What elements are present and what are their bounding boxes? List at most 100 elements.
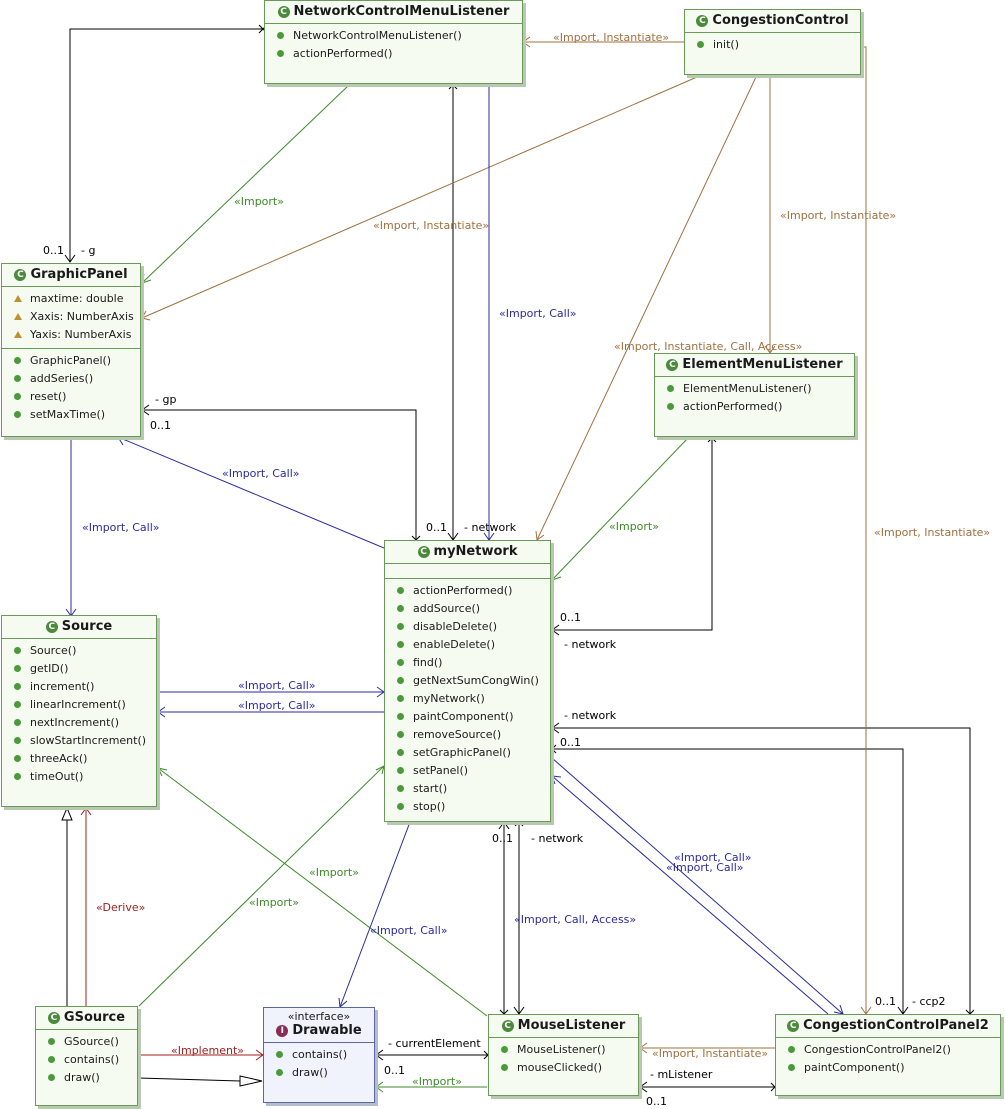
- method-row[interactable]: actionPerformed(): [265, 45, 522, 63]
- method-row[interactable]: getNextSumCongWin(): [385, 672, 550, 690]
- label-net-gp: «Import, Call»: [222, 467, 300, 480]
- assoc-eml-net: [552, 438, 713, 631]
- public-method-icon: [14, 773, 21, 780]
- method-row[interactable]: paintComponent(): [776, 1059, 1000, 1077]
- method-row[interactable]: myNetwork(): [385, 690, 550, 708]
- class-icon: C: [501, 1020, 514, 1032]
- public-method-icon: [501, 1046, 508, 1053]
- public-method-icon: [667, 403, 674, 410]
- method-row[interactable]: mouseClicked(): [489, 1059, 638, 1077]
- protected-field-icon: [14, 313, 22, 320]
- method-row[interactable]: stop(): [385, 798, 550, 816]
- stereotype: «interface»: [287, 1010, 351, 1023]
- method-row[interactable]: NetworkControlMenuListener(): [265, 27, 522, 45]
- method-row[interactable]: contains(): [264, 1046, 374, 1064]
- method-row[interactable]: draw(): [36, 1069, 137, 1087]
- public-method-icon: [14, 701, 21, 708]
- method-row[interactable]: draw(): [264, 1064, 374, 1082]
- role-ccp-net: - network: [564, 709, 617, 722]
- mult-eml-net: 0..1: [560, 611, 581, 624]
- public-method-icon: [14, 665, 21, 672]
- method-row[interactable]: setMaxTime(): [2, 406, 140, 424]
- method-row[interactable]: removeSource(): [385, 726, 550, 744]
- class-icon: C: [417, 546, 430, 558]
- public-method-icon: [276, 1051, 283, 1058]
- method-row[interactable]: Source(): [2, 642, 156, 660]
- public-method-icon: [14, 737, 21, 744]
- role-ncml-net: - network: [464, 521, 517, 534]
- public-method-icon: [14, 393, 21, 400]
- public-method-icon: [14, 647, 21, 654]
- public-method-icon: [14, 375, 21, 382]
- method-row[interactable]: GSource(): [36, 1033, 137, 1051]
- public-method-icon: [397, 695, 404, 702]
- method-row[interactable]: setPanel(): [385, 762, 550, 780]
- mult-ccp-net: 0..1: [560, 736, 581, 749]
- class-icon: C: [666, 359, 679, 371]
- class-name: Source: [61, 619, 113, 634]
- method-row[interactable]: contains(): [36, 1051, 137, 1069]
- attribute-row[interactable]: Xaxis: NumberAxis: [2, 308, 140, 326]
- class-icon: C: [787, 1020, 800, 1032]
- attribute-row[interactable]: maxtime: double: [2, 290, 140, 308]
- public-method-icon: [48, 1038, 55, 1045]
- method-row[interactable]: paintComponent(): [385, 708, 550, 726]
- realization-gs-drw: [138, 1077, 241, 1082]
- method-row[interactable]: timeOut(): [2, 768, 156, 786]
- method-row[interactable]: MouseListener(): [489, 1041, 638, 1059]
- assoc-ncml-gp: [69, 28, 263, 262]
- method-row[interactable]: increment(): [2, 678, 156, 696]
- class-name: myNetwork: [433, 544, 518, 559]
- public-method-icon: [277, 50, 284, 57]
- protected-field-icon: [14, 295, 22, 302]
- label-derive: «Derive»: [96, 901, 146, 914]
- method-row[interactable]: addSource(): [385, 600, 550, 618]
- method-row[interactable]: enableDelete(): [385, 636, 550, 654]
- method-row[interactable]: addSeries(): [2, 370, 140, 388]
- mult-ccp-ml: 0..1: [646, 1095, 667, 1108]
- public-method-icon: [397, 749, 404, 756]
- method-row[interactable]: ElementMenuListener(): [655, 380, 854, 398]
- method-row[interactable]: GraphicPanel(): [2, 352, 140, 370]
- class-name: GSource: [63, 1010, 126, 1025]
- label-eml-net: «Import»: [609, 520, 659, 533]
- role-drw-ml: - currentElement: [388, 1037, 481, 1050]
- method-row[interactable]: slowStartIncrement(): [2, 732, 156, 750]
- method-row[interactable]: threeAck(): [2, 750, 156, 768]
- method-row[interactable]: find(): [385, 654, 550, 672]
- label-src-net-2: «Import, Call»: [238, 699, 316, 712]
- method-row[interactable]: actionPerformed(): [655, 398, 854, 416]
- role-net-gp: - gp: [155, 393, 177, 406]
- public-method-icon: [501, 1064, 508, 1071]
- method-row[interactable]: setGraphicPanel(): [385, 744, 550, 762]
- method-row[interactable]: CongestionControlPanel2(): [776, 1041, 1000, 1059]
- public-method-icon: [14, 683, 21, 690]
- method-row[interactable]: init(): [685, 36, 860, 54]
- method-row[interactable]: reset(): [2, 388, 140, 406]
- public-method-icon: [397, 623, 404, 630]
- attribute-row[interactable]: Yaxis: NumberAxis: [2, 326, 140, 344]
- method-row[interactable]: actionPerformed(): [385, 582, 550, 600]
- method-row[interactable]: linearIncrement(): [2, 696, 156, 714]
- label-ccp-net-1: «Import, Call»: [674, 851, 752, 864]
- label-ncml-gp: «Import»: [234, 195, 284, 208]
- mult-ccp: 0..1: [875, 995, 896, 1008]
- public-method-icon: [788, 1046, 795, 1053]
- method-row[interactable]: start(): [385, 780, 550, 798]
- public-method-icon: [14, 357, 21, 364]
- method-row[interactable]: getID(): [2, 660, 156, 678]
- method-row[interactable]: nextIncrement(): [2, 714, 156, 732]
- class-name: CongestionControl: [712, 13, 849, 28]
- public-method-icon: [788, 1064, 795, 1071]
- method-row[interactable]: disableDelete(): [385, 618, 550, 636]
